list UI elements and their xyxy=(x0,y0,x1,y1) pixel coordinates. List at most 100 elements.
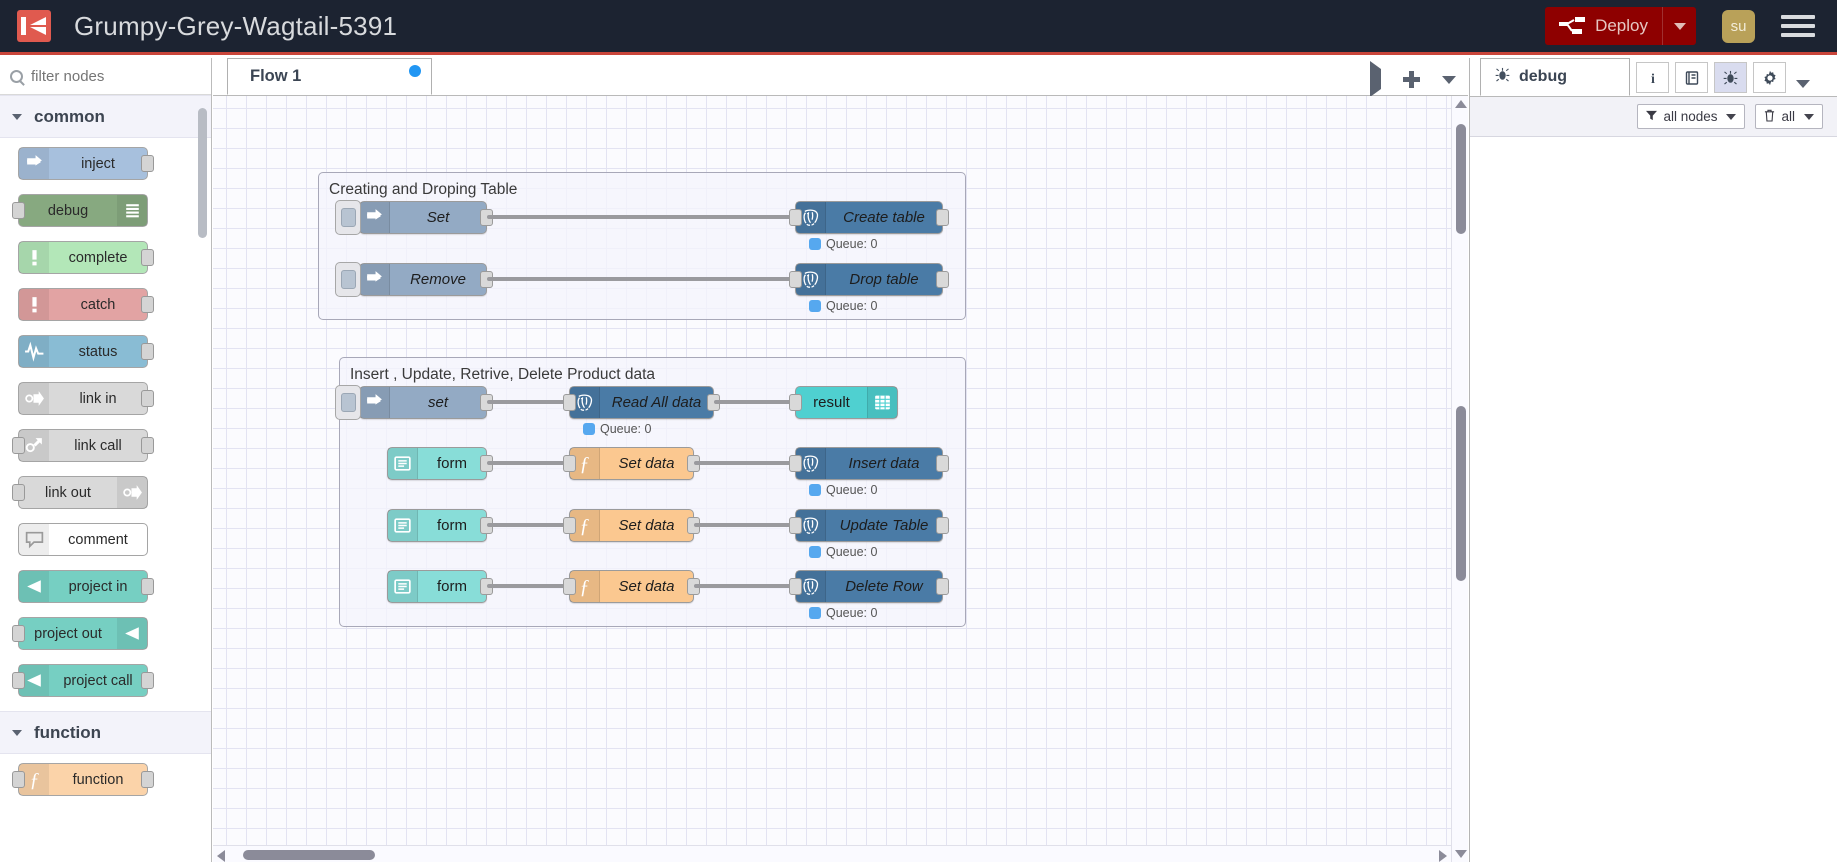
input-port[interactable] xyxy=(789,455,802,472)
palette-node-project-in[interactable]: project in xyxy=(18,570,154,603)
palette-node-status[interactable]: status xyxy=(18,335,154,368)
output-port[interactable] xyxy=(936,455,949,472)
flow-node-drop-table[interactable]: Drop table xyxy=(789,263,949,296)
inject-trigger-button[interactable] xyxy=(335,385,361,420)
vscroll-thumb-bottom[interactable] xyxy=(1456,406,1466,581)
flow-node-update-table[interactable]: Update Table xyxy=(789,509,949,542)
flow-node-delete-row[interactable]: Delete Row xyxy=(789,570,949,603)
palette-node-link-call[interactable]: link call xyxy=(12,429,154,462)
inject-trigger-button[interactable] xyxy=(335,200,361,235)
palette-node-catch[interactable]: catch xyxy=(18,288,154,321)
scroll-left-icon[interactable] xyxy=(217,850,225,862)
input-port[interactable] xyxy=(12,437,25,454)
output-port[interactable] xyxy=(141,672,154,689)
input-port[interactable] xyxy=(563,394,576,411)
add-flow-icon[interactable] xyxy=(1403,71,1420,88)
flow-node-form[interactable]: form xyxy=(387,570,493,603)
input-port[interactable] xyxy=(563,578,576,595)
output-port[interactable] xyxy=(141,771,154,788)
input-port[interactable] xyxy=(12,625,25,642)
palette-node-link-in[interactable]: link in xyxy=(18,382,154,415)
hscroll-thumb[interactable] xyxy=(243,850,375,860)
sidebar-config-button[interactable] xyxy=(1753,62,1786,93)
flow-wire[interactable] xyxy=(714,400,797,404)
flow-canvas[interactable]: Creating and Droping Table Set Create ta… xyxy=(213,96,1468,862)
scroll-down-icon[interactable] xyxy=(1455,850,1467,858)
output-port[interactable] xyxy=(141,343,154,360)
output-port[interactable] xyxy=(141,296,154,313)
palette-category-function[interactable]: function xyxy=(0,711,211,754)
scroll-right-icon[interactable] xyxy=(1439,850,1447,862)
deploy-button[interactable]: Deploy xyxy=(1545,7,1696,45)
output-port[interactable] xyxy=(141,437,154,454)
flow-wire[interactable] xyxy=(487,461,571,465)
palette-node-link-out[interactable]: link out xyxy=(12,476,148,509)
flow-node-form[interactable]: form xyxy=(387,447,493,480)
flow-wire[interactable] xyxy=(487,215,797,219)
flow-wire[interactable] xyxy=(694,461,797,465)
tab-debug[interactable]: debug xyxy=(1480,58,1630,96)
output-port[interactable] xyxy=(936,517,949,534)
input-port[interactable] xyxy=(12,672,25,689)
debug-filter-button[interactable]: all nodes xyxy=(1637,104,1746,129)
input-port[interactable] xyxy=(789,271,802,288)
flow-wire[interactable] xyxy=(487,400,571,404)
scroll-up-icon[interactable] xyxy=(1455,100,1467,108)
flow-node-set[interactable]: set xyxy=(335,385,493,420)
flow-node-result[interactable]: result xyxy=(789,386,898,419)
palette-scrollbar[interactable] xyxy=(198,108,207,238)
output-port[interactable] xyxy=(936,209,949,226)
palette-node-inject[interactable]: inject xyxy=(18,147,154,180)
input-port[interactable] xyxy=(789,209,802,226)
debug-clear-button[interactable]: all xyxy=(1755,104,1823,129)
output-port[interactable] xyxy=(141,578,154,595)
flow-wire[interactable] xyxy=(487,277,797,281)
palette-node-complete[interactable]: complete xyxy=(18,241,154,274)
sidebar-debug-button[interactable] xyxy=(1714,62,1747,93)
debug-message-list[interactable] xyxy=(1470,137,1837,862)
play-icon[interactable] xyxy=(1370,61,1381,97)
flow-wire[interactable] xyxy=(694,584,797,588)
output-port[interactable] xyxy=(141,155,154,172)
flow-wire[interactable] xyxy=(487,584,571,588)
palette-node-comment[interactable]: comment xyxy=(18,523,148,556)
output-port[interactable] xyxy=(936,271,949,288)
inject-trigger-button[interactable] xyxy=(335,262,361,297)
flow-wire[interactable] xyxy=(694,523,797,527)
sidebar-more-icon[interactable] xyxy=(1796,80,1810,88)
flow-node-set[interactable]: Set xyxy=(335,200,493,235)
input-port[interactable] xyxy=(563,455,576,472)
input-port[interactable] xyxy=(563,517,576,534)
palette-category-common[interactable]: common xyxy=(0,95,211,138)
sidebar-help-button[interactable] xyxy=(1675,62,1708,93)
input-port[interactable] xyxy=(12,202,25,219)
hamburger-menu-icon[interactable] xyxy=(1781,15,1815,37)
chevron-down-icon[interactable] xyxy=(1442,75,1456,84)
tab-flow-1[interactable]: Flow 1 xyxy=(227,58,432,95)
output-port[interactable] xyxy=(936,578,949,595)
palette-node-project-call[interactable]: project call xyxy=(12,664,154,697)
palette-node-debug[interactable]: debug xyxy=(12,194,148,227)
output-port[interactable] xyxy=(141,390,154,407)
canvas-vertical-scrollbar[interactable] xyxy=(1451,96,1468,862)
flow-node-remove[interactable]: Remove xyxy=(335,262,493,297)
deploy-dropdown-toggle[interactable] xyxy=(1662,7,1696,45)
flow-node-read-all-data[interactable]: Read All data xyxy=(563,386,720,419)
canvas-horizontal-scrollbar[interactable] xyxy=(213,845,1451,862)
flow-node-form[interactable]: form xyxy=(387,509,493,542)
avatar[interactable]: su xyxy=(1722,9,1755,43)
flow-wire[interactable] xyxy=(487,523,571,527)
palette-search[interactable] xyxy=(0,58,211,95)
vscroll-thumb-top[interactable] xyxy=(1456,124,1466,234)
output-port[interactable] xyxy=(141,249,154,266)
input-port[interactable] xyxy=(789,394,802,411)
input-port[interactable] xyxy=(789,517,802,534)
search-input[interactable] xyxy=(31,67,181,85)
input-port[interactable] xyxy=(12,771,25,788)
input-port[interactable] xyxy=(12,484,25,501)
flow-node-insert-data[interactable]: Insert data xyxy=(789,447,949,480)
